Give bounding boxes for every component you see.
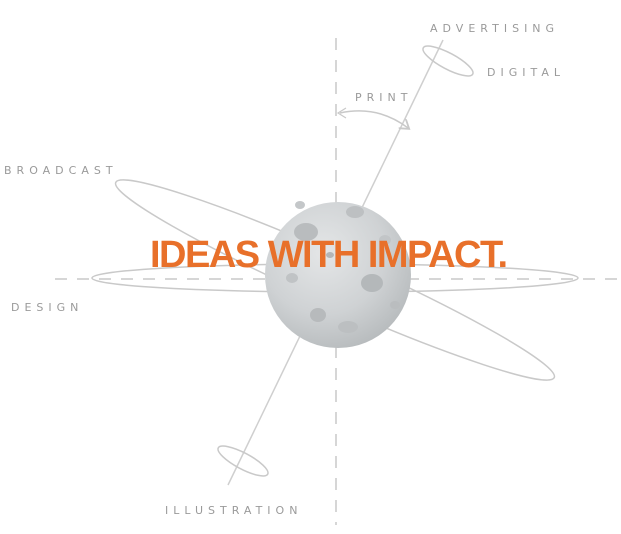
digital-label: DIGITAL [487,66,566,79]
advertising-label: ADVERTISING [430,22,560,35]
moon-planet-icon [265,201,411,348]
print-label: PRINT [355,91,413,104]
print-arrow-tail-icon [336,107,347,119]
broadcast-label: BROADCAST [4,164,118,177]
illustration-orbit-ring-icon [217,445,269,477]
headline: IDEAS WITH IMPACT. [150,234,508,276]
illustration-label: ILLUSTRATION [165,504,303,517]
design-label: DESIGN [11,301,84,314]
print-curved-arrow-icon [339,110,408,128]
advertising-orbit-ring-icon [422,45,474,77]
